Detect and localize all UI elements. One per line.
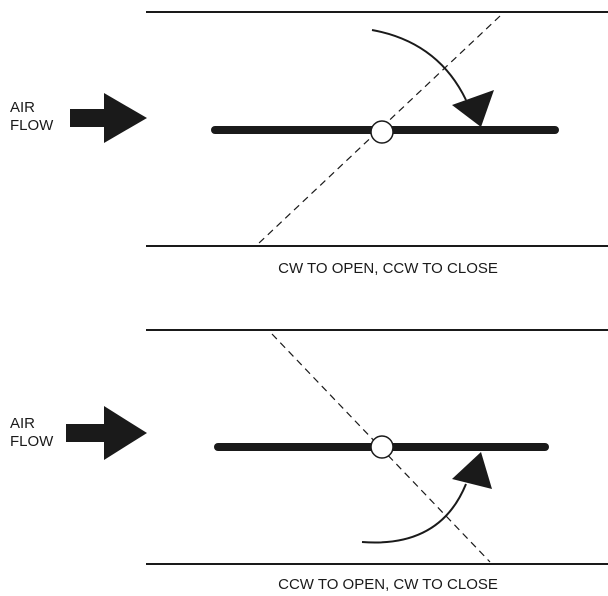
rotation-axis-dashed xyxy=(257,15,501,245)
rotation-arrowhead-icon xyxy=(452,90,494,127)
air-label-line2: FLOW xyxy=(10,433,54,450)
panel-ccw-to-open: AIR FLOW CCW TO OPEN, CW TO CLOSE xyxy=(10,329,608,593)
air-label-line1: AIR xyxy=(10,415,35,432)
airflow-arrow-icon xyxy=(66,406,147,460)
rotation-arrowhead-icon xyxy=(452,452,492,489)
caption: CCW TO OPEN, CW TO CLOSE xyxy=(278,576,498,593)
panel-cw-to-open: AIR FLOW CW TO OPEN, CCW TO CLOSE xyxy=(10,11,608,277)
airflow-arrow-icon xyxy=(70,93,147,143)
air-label-line2: FLOW xyxy=(10,117,54,134)
caption: CW TO OPEN, CCW TO CLOSE xyxy=(278,260,498,277)
rotation-arc xyxy=(361,483,467,544)
damper-pivot xyxy=(370,120,394,144)
air-label-line1: AIR xyxy=(10,99,35,116)
damper-pivot xyxy=(370,435,394,459)
rotation-arc xyxy=(371,29,467,101)
